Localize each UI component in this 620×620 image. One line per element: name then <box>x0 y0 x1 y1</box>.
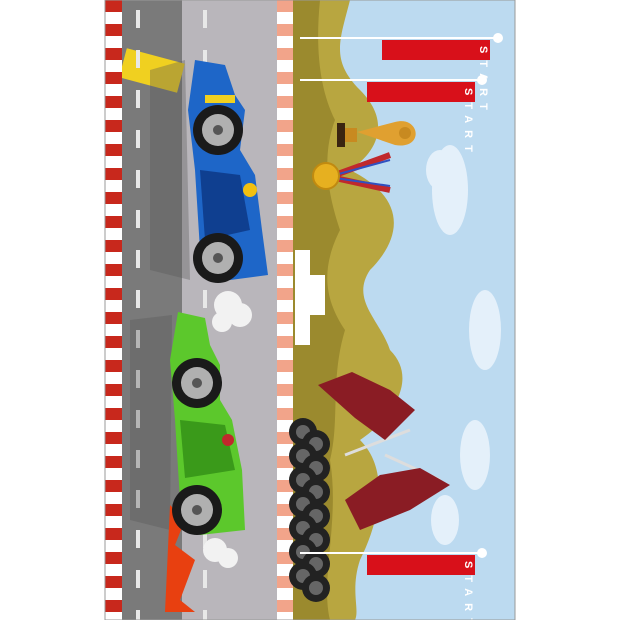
medal-icon <box>312 152 392 193</box>
wheel <box>172 485 222 535</box>
wheel <box>193 105 243 155</box>
checkered-flags <box>318 372 450 530</box>
banner-label: START <box>462 88 474 159</box>
blue-race-car <box>150 60 268 282</box>
banner-label: START <box>477 46 489 117</box>
wheel <box>193 233 243 283</box>
banner-label: START <box>462 561 474 620</box>
clouds <box>426 145 501 545</box>
tire <box>302 574 330 602</box>
wheel <box>172 358 222 408</box>
smoke-clouds <box>203 291 252 568</box>
wheels <box>172 105 243 535</box>
podium <box>295 250 325 345</box>
banner-poles <box>300 37 498 554</box>
trophy-icon <box>337 121 416 147</box>
tire-stack <box>289 418 330 602</box>
start-banner-3: START <box>367 555 475 620</box>
right-curb <box>277 0 293 620</box>
start-banner-1: START <box>382 40 490 117</box>
left-curb <box>105 0 122 620</box>
start-banner-2: START <box>367 82 475 159</box>
